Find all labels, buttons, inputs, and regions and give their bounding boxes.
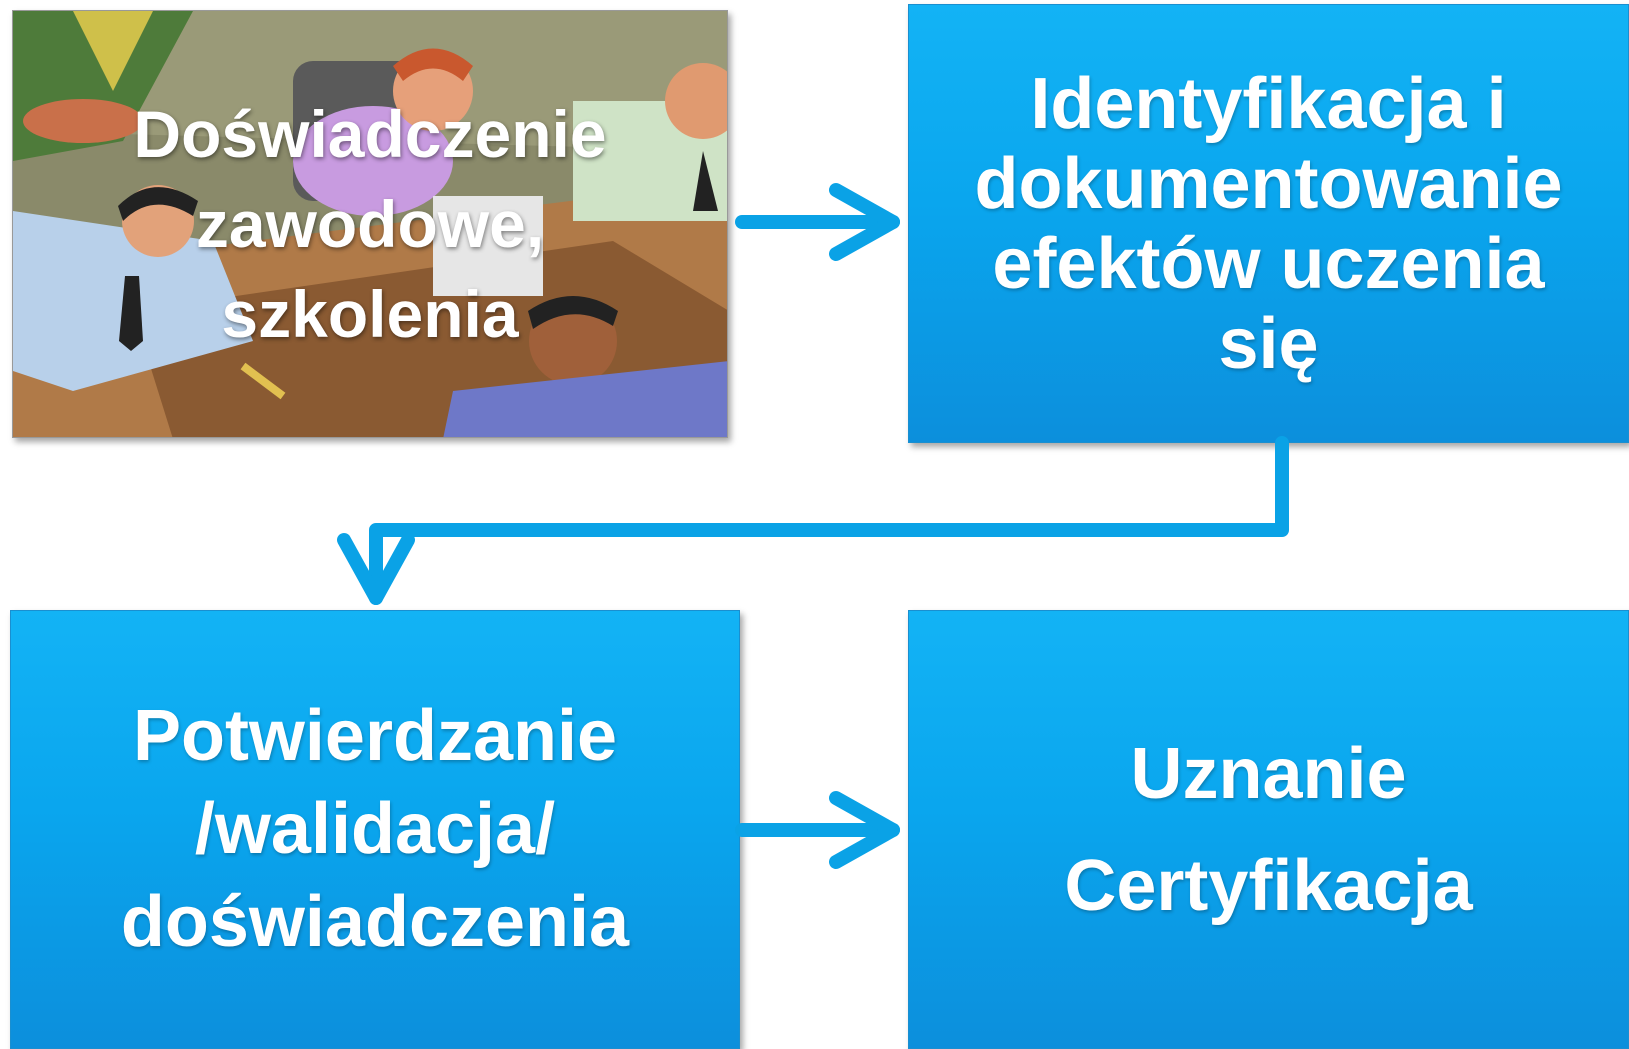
validation-node: Potwierdzanie /walidacja/ doświadczenia <box>10 610 740 1049</box>
certification-node: Uznanie Certyfikacja <box>908 610 1629 1049</box>
identification-node: Identyfikacja i dokumentowanie efektów u… <box>908 4 1629 443</box>
experience-line-1: Doświadczenie <box>133 97 607 171</box>
experience-line-3: szkolenia <box>221 277 519 351</box>
experience-node: Doświadczenie zawodowe, szkolenia <box>12 10 728 438</box>
certification-label: Uznanie Certyfikacja <box>1064 718 1472 942</box>
arrow-experience-to-identification <box>735 183 900 261</box>
certification-line-2: Certyfikacja <box>1064 845 1473 926</box>
identification-line-2: dokumentowanie <box>974 143 1563 224</box>
validation-label: Potwierdzanie /walidacja/ doświadczenia <box>121 690 629 969</box>
arrow-validation-to-certification <box>735 791 900 869</box>
identification-line-1: Identyfikacja i <box>1030 63 1507 144</box>
arrow-identification-to-validation <box>337 436 1289 605</box>
identification-label: Identyfikacja i dokumentowanie efektów u… <box>974 64 1562 384</box>
identification-line-4: się <box>1218 303 1319 384</box>
validation-line-3: doświadczenia <box>120 882 630 962</box>
meeting-illustration <box>13 11 727 437</box>
validation-line-1: Potwierdzanie <box>132 696 618 776</box>
identification-line-3: efektów uczenia <box>992 223 1545 304</box>
certification-line-1: Uznanie <box>1130 733 1407 814</box>
experience-line-2: zawodowe, <box>195 187 545 261</box>
experience-label: Doświadczenie zawodowe, szkolenia <box>133 89 606 359</box>
validation-line-2: /walidacja/ <box>194 789 556 869</box>
